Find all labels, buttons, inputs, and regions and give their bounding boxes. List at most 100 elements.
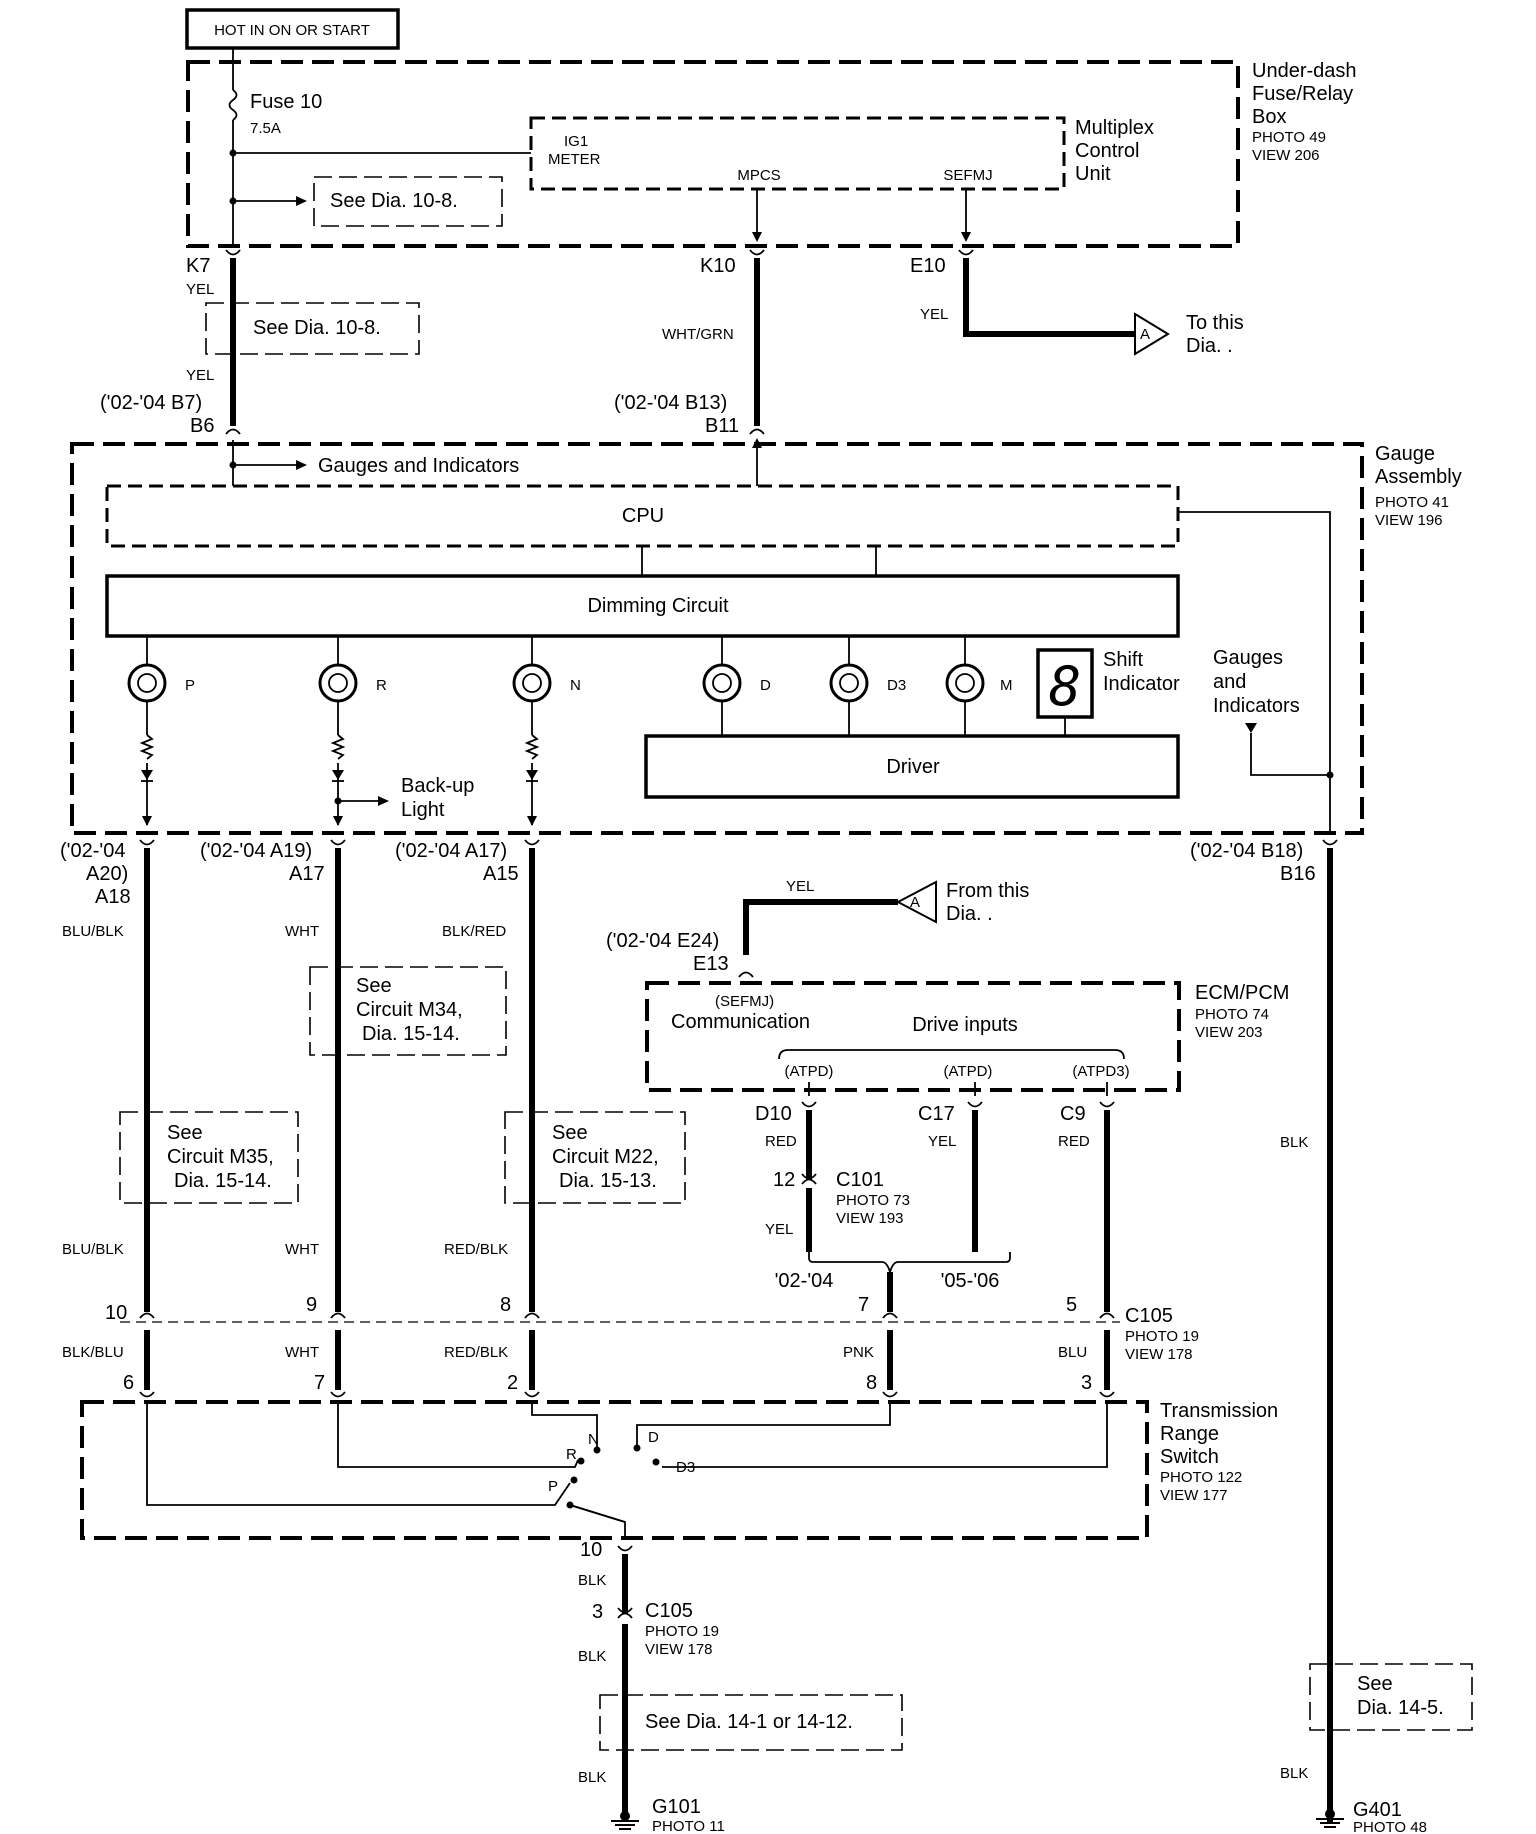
ground-c105: C105 [645, 1600, 693, 1622]
color-blu-blk-1: BLU/BLK [62, 923, 124, 940]
mcu-ig1: IG1 [564, 133, 588, 150]
c105-top-9: 9 [306, 1294, 317, 1316]
connector-a-in [895, 880, 937, 924]
note-dia14: See Dia. 14-1 or 14-12. [645, 1711, 853, 1733]
color-wht-1: WHT [285, 923, 319, 940]
pin-b13: ('02-'04 B13) [614, 392, 727, 414]
c101-color: YEL [765, 1221, 793, 1238]
bulb-d3-label: D3 [887, 677, 906, 694]
cpu-label: CPU [622, 505, 664, 527]
c101-view: VIEW 193 [836, 1210, 904, 1227]
color-wht-2: WHT [285, 1241, 319, 1258]
k10-color: WHT/GRN [662, 326, 734, 343]
gauges-right-3: Indicators [1213, 695, 1300, 717]
gauge-photo: PHOTO 41 [1375, 494, 1449, 511]
c105-top-8: 8 [500, 1294, 511, 1316]
c105-view: VIEW 178 [1125, 1346, 1193, 1363]
note-dia145-2: Dia. 14-5. [1357, 1697, 1444, 1719]
c105-pins-top [139, 1312, 1115, 1319]
from-yel: YEL [786, 878, 814, 895]
ground-color-3: BLK [578, 1769, 606, 1786]
note-m35-3: Dia. 15-14. [174, 1170, 272, 1192]
pin-a17: A17 [289, 863, 325, 885]
d10-color: RED [765, 1133, 797, 1150]
power-label: HOT IN ON OR START [214, 22, 370, 39]
trs-title-2: Range [1160, 1423, 1219, 1445]
c105-top-10: 10 [105, 1302, 127, 1324]
color-wht-3: WHT [285, 1344, 319, 1361]
k7-see-note-box [205, 302, 420, 355]
c105-top-5: 5 [1066, 1294, 1077, 1316]
pin-k7: K7 [186, 255, 210, 277]
ground-c105-photo: PHOTO 19 [645, 1623, 719, 1640]
connector-a-out [1134, 312, 1170, 356]
year-0506: '05-'06 [941, 1270, 1000, 1292]
gauge-title-2: Assembly [1375, 466, 1462, 488]
bulb-p [127, 636, 167, 826]
note-m22-1: See [552, 1122, 588, 1144]
note-m34-1: See [356, 975, 392, 997]
fuse-rating: 7.5A [250, 120, 281, 137]
pin-a18: A18 [95, 886, 131, 908]
bulb-d3 [829, 636, 869, 736]
bulb-n-label: N [570, 677, 581, 694]
backup-light-1: Back-up [401, 775, 474, 797]
color-blk-blu: BLK/BLU [62, 1344, 124, 1361]
mcu-sefmj: SEFMJ [943, 167, 992, 184]
power-label-box [185, 8, 400, 50]
ecm-atpd-1: (ATPD) [785, 1063, 834, 1080]
trs-title-1: Transmission [1160, 1400, 1278, 1422]
fuse-box-photo: PHOTO 49 [1252, 129, 1326, 146]
c17-color: YEL [928, 1133, 956, 1150]
pin-k10: K10 [700, 255, 736, 277]
gauges-right-2: and [1213, 671, 1246, 693]
ecm-title: ECM/PCM [1195, 982, 1289, 1004]
ecm-sefmj: (SEFMJ) [715, 993, 774, 1010]
connector-a-in-label: A [910, 894, 920, 911]
ground-g401-symbol [1316, 1809, 1344, 1828]
c101-photo: PHOTO 73 [836, 1192, 910, 1209]
pin-a15: A15 [483, 863, 519, 885]
trs-pos-p: P [548, 1478, 558, 1495]
connector-a-out-label: A [1140, 326, 1150, 343]
pin-a20-2: A20) [86, 863, 128, 885]
bulb-p-label: P [185, 677, 195, 694]
ecm-outline [645, 981, 1181, 1092]
trs-outline [80, 1400, 1149, 1540]
ground-color-2: BLK [578, 1648, 606, 1665]
note-m34-2: Circuit M34, [356, 999, 463, 1021]
bulb-n [512, 636, 552, 826]
c105-top-7: 7 [858, 1294, 869, 1316]
pin-d10: D10 [755, 1103, 792, 1125]
note-dia14-box [599, 1694, 903, 1751]
ground-pin-3: 3 [592, 1601, 603, 1623]
shift-label-2: Indicator [1103, 673, 1180, 695]
ground-pin-10: 10 [580, 1539, 602, 1561]
g401-photo: PHOTO 48 [1353, 1819, 1427, 1834]
from-this-2: Dia. . [946, 903, 993, 925]
color-blu: BLU [1058, 1344, 1087, 1361]
ecm-drive-inputs: Drive inputs [912, 1014, 1018, 1036]
c105-name: C105 [1125, 1305, 1173, 1327]
fuse-box-title-1: Under-dash [1252, 60, 1357, 82]
pin-a17b: ('02-'04 A17) [395, 840, 507, 862]
c9-color: RED [1058, 1133, 1090, 1150]
pin-c9: C9 [1060, 1103, 1086, 1125]
from-this-1: From this [946, 880, 1029, 902]
note-m34-3: Dia. 15-14. [362, 1023, 460, 1045]
mcu-outline [529, 116, 1066, 191]
pin-a19: ('02-'04 A19) [200, 840, 312, 862]
c105-photo: PHOTO 19 [1125, 1328, 1199, 1345]
note-m35-box [119, 1111, 299, 1204]
gauge-assembly-outline [70, 442, 1364, 835]
driver-box [644, 734, 1180, 799]
mcu-mpcs: MPCS [737, 167, 780, 184]
color-blk-red: BLK/RED [442, 923, 506, 940]
note-dia145-box [1309, 1663, 1473, 1731]
shift-indicator-digit: 8 [1049, 655, 1082, 718]
bulb-d [702, 636, 742, 736]
color-red-blk-1: RED/BLK [444, 1241, 508, 1258]
pin-b6: B6 [190, 415, 214, 437]
trs-pos-n: N [588, 1431, 599, 1448]
